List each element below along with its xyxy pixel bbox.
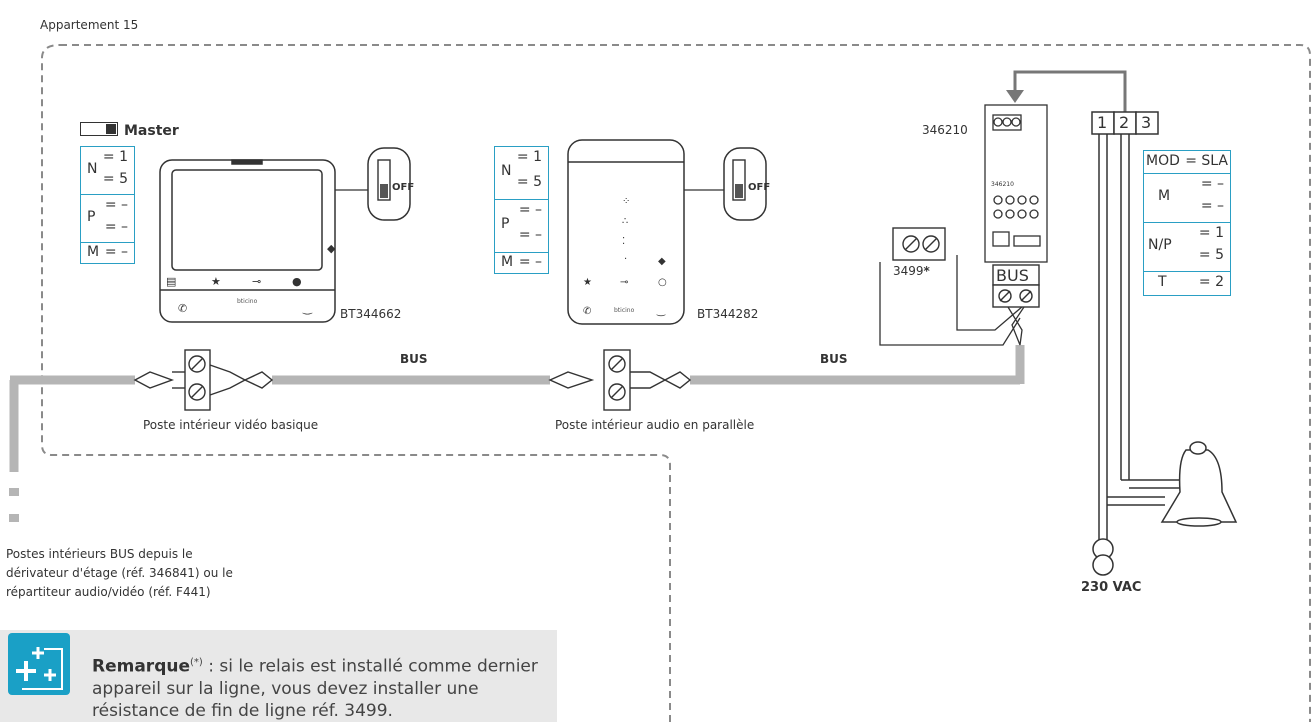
supply-terminals xyxy=(1091,111,1159,135)
remark-body: : si le relais est installé comme dernie… xyxy=(92,656,538,721)
remark-title: Remarque xyxy=(92,656,190,677)
relay-ref: 346210 xyxy=(922,123,968,137)
config-key: P xyxy=(501,216,510,232)
audio-brand-label: bticino xyxy=(614,307,635,314)
svg-text:★: ★ xyxy=(583,277,592,288)
config-key: N/P xyxy=(1148,237,1172,253)
svg-text:◆: ◆ xyxy=(327,242,336,255)
svg-text:⁘: ⁘ xyxy=(622,196,630,207)
config-value: – xyxy=(1217,198,1224,214)
bell-icon xyxy=(1160,449,1238,523)
config-key: MOD xyxy=(1146,153,1180,169)
terminal-1: 1 xyxy=(1097,113,1108,132)
config-key: M xyxy=(501,254,514,270)
video-station-device xyxy=(159,159,336,323)
bus-label-2: BUS xyxy=(820,352,848,366)
svg-text:‿: ‿ xyxy=(656,306,666,317)
svg-text:★: ★ xyxy=(211,275,221,288)
config-value: – xyxy=(535,254,542,270)
relay-bus-label: BUS xyxy=(996,266,1029,285)
svg-text:✆: ✆ xyxy=(178,302,187,315)
supply-wires xyxy=(1098,134,1180,572)
bus-cable xyxy=(9,345,1025,472)
config-value: 5 xyxy=(533,174,542,190)
svg-text:‿: ‿ xyxy=(302,302,313,315)
svg-text:∴: ∴ xyxy=(622,216,628,227)
master-switch-icon xyxy=(80,122,118,136)
audio-station-buttons: ⁘ ∴ ⁚ · ★ ⊸ ○ ◆ ✆ ‿ xyxy=(583,196,667,317)
svg-text:●: ● xyxy=(292,275,302,288)
svg-text:○: ○ xyxy=(658,277,667,288)
master-switch: Master xyxy=(80,122,179,139)
config-value: 1 xyxy=(533,149,542,165)
video-switch-label: OFF xyxy=(392,182,415,193)
bus-cable-continuation xyxy=(9,488,19,522)
terminal-block-1 xyxy=(133,349,274,411)
video-station-buttons: ▤ ★ ⊸ ● ✆ ‿ ◆ xyxy=(166,242,336,315)
audio-station-device xyxy=(567,139,685,325)
video-config-table: N = 1 = 5 P = – = – M = – xyxy=(80,146,135,264)
svg-text:⁚: ⁚ xyxy=(622,236,625,247)
svg-text:▤: ▤ xyxy=(166,275,176,288)
audio-station-caption: Poste intérieur audio en parallèle xyxy=(555,418,755,432)
supply-label: 230 VAC xyxy=(1081,580,1142,595)
resistor-ref: 3499* xyxy=(893,264,930,278)
bus-note: Postes intérieurs BUS depuis le dérivate… xyxy=(6,547,233,599)
config-value: 2 xyxy=(1215,274,1224,290)
config-key: N xyxy=(87,161,98,177)
remark-icon xyxy=(8,633,70,695)
svg-text:⊸: ⊸ xyxy=(620,277,628,288)
video-brand-label: bticino xyxy=(237,298,258,305)
terminal-3: 3 xyxy=(1141,113,1152,132)
svg-text:◆: ◆ xyxy=(658,256,666,267)
config-key: P xyxy=(87,209,96,225)
config-value: 5 xyxy=(1215,247,1224,263)
config-key: M xyxy=(1158,188,1171,204)
svg-text:✆: ✆ xyxy=(583,306,591,317)
svg-text:·: · xyxy=(624,254,627,265)
arrow-icon xyxy=(1006,90,1024,103)
terminal-2: 2 xyxy=(1119,113,1130,132)
config-key: M xyxy=(87,244,100,260)
config-value: – xyxy=(535,202,542,218)
config-value: SLA xyxy=(1201,153,1228,169)
audio-config-table: N = 1 = 5 P = – = – M = – xyxy=(494,146,549,274)
bus-label-1: BUS xyxy=(400,352,428,366)
apartment-boundary xyxy=(41,44,1311,722)
config-value: – xyxy=(535,227,542,243)
config-value: – xyxy=(121,197,128,213)
video-station-caption: Poste intérieur vidéo basique xyxy=(143,418,319,432)
config-value: – xyxy=(121,244,128,260)
remark-text: Remarque(*) : si le relais est installé … xyxy=(92,652,552,722)
remark-superscript: (*) xyxy=(190,657,203,668)
relay-module xyxy=(984,104,1048,263)
audio-station-ref: BT344282 xyxy=(697,307,759,321)
relay-config-table: MOD = SLA M = – = – N/P = 1 = 5 T = 2 xyxy=(1143,150,1231,296)
master-label: Master xyxy=(124,123,179,139)
relay-body-ref: 346210 xyxy=(991,181,1014,188)
resistor-ref-text: 3499 xyxy=(893,264,924,278)
config-value: – xyxy=(121,219,128,235)
config-value: 1 xyxy=(119,149,128,165)
remark-box xyxy=(0,630,557,722)
video-station-ref: BT344662 xyxy=(340,307,402,321)
config-key: T xyxy=(1158,274,1167,290)
config-value: – xyxy=(1217,176,1224,192)
terminal-block-2 xyxy=(548,349,692,411)
config-value: 1 xyxy=(1215,225,1224,241)
apartment-label: Appartement 15 xyxy=(40,18,139,32)
audio-switch-label: OFF xyxy=(748,182,771,193)
config-key: N xyxy=(501,163,512,179)
svg-text:⊸: ⊸ xyxy=(252,275,261,288)
config-value: 5 xyxy=(119,171,128,187)
